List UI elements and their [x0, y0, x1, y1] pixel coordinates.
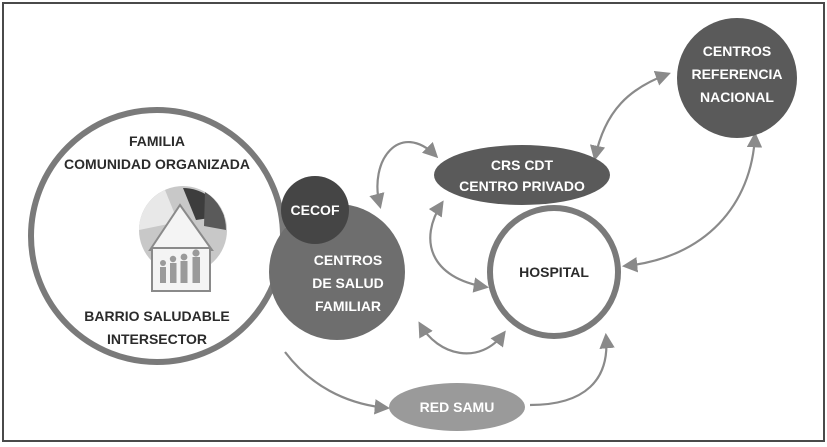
centros-salud-label-2: DE SALUD [312, 275, 384, 291]
crs-node: CRS CDT CENTRO PRIVADO [434, 145, 610, 205]
arrow-familia-to-samu [284, 351, 391, 415]
connectors [284, 71, 763, 415]
arrow-crs-to-hospital [428, 200, 490, 293]
arrow-samu-to-hospital [529, 332, 615, 407]
referencia-label-2: REFERENCIA [691, 66, 782, 82]
arrow-hospital-to-referencia [621, 131, 763, 273]
cecof-label: CECOF [291, 202, 340, 218]
family-house-icon [139, 186, 227, 292]
cecof-node: CECOF [281, 176, 349, 244]
crs-label-2: CENTRO PRIVADO [459, 178, 585, 194]
hospital-label: HOSPITAL [519, 264, 589, 280]
hospital-node: HOSPITAL [487, 205, 621, 339]
centros-salud-label-1: CENTROS [314, 252, 382, 268]
familia-label-1: FAMILIA [129, 133, 185, 149]
referencia-label-1: CENTROS [703, 43, 771, 59]
familia-label-4: INTERSECTOR [107, 331, 207, 347]
arrow-centros-salud-to-hospital [418, 321, 506, 355]
arrow-cecof-to-crs [369, 141, 439, 209]
centros-salud-label-3: FAMILIAR [315, 298, 381, 314]
referencia-label-3: NACIONAL [700, 89, 774, 105]
familia-node: FAMILIA COMUNIDAD ORGANIZADA BARRIO SALU… [28, 107, 286, 365]
red-samu-label: RED SAMU [420, 399, 495, 415]
arrow-crs-to-referencia [589, 71, 671, 162]
crs-label-1: CRS CDT [491, 157, 554, 173]
familia-label-2: COMUNIDAD ORGANIZADA [64, 156, 250, 172]
red-samu-node: RED SAMU [389, 383, 525, 431]
familia-label-3: BARRIO SALUDABLE [84, 308, 229, 324]
centros-referencia-node: CENTROS REFERENCIA NACIONAL [677, 18, 797, 138]
